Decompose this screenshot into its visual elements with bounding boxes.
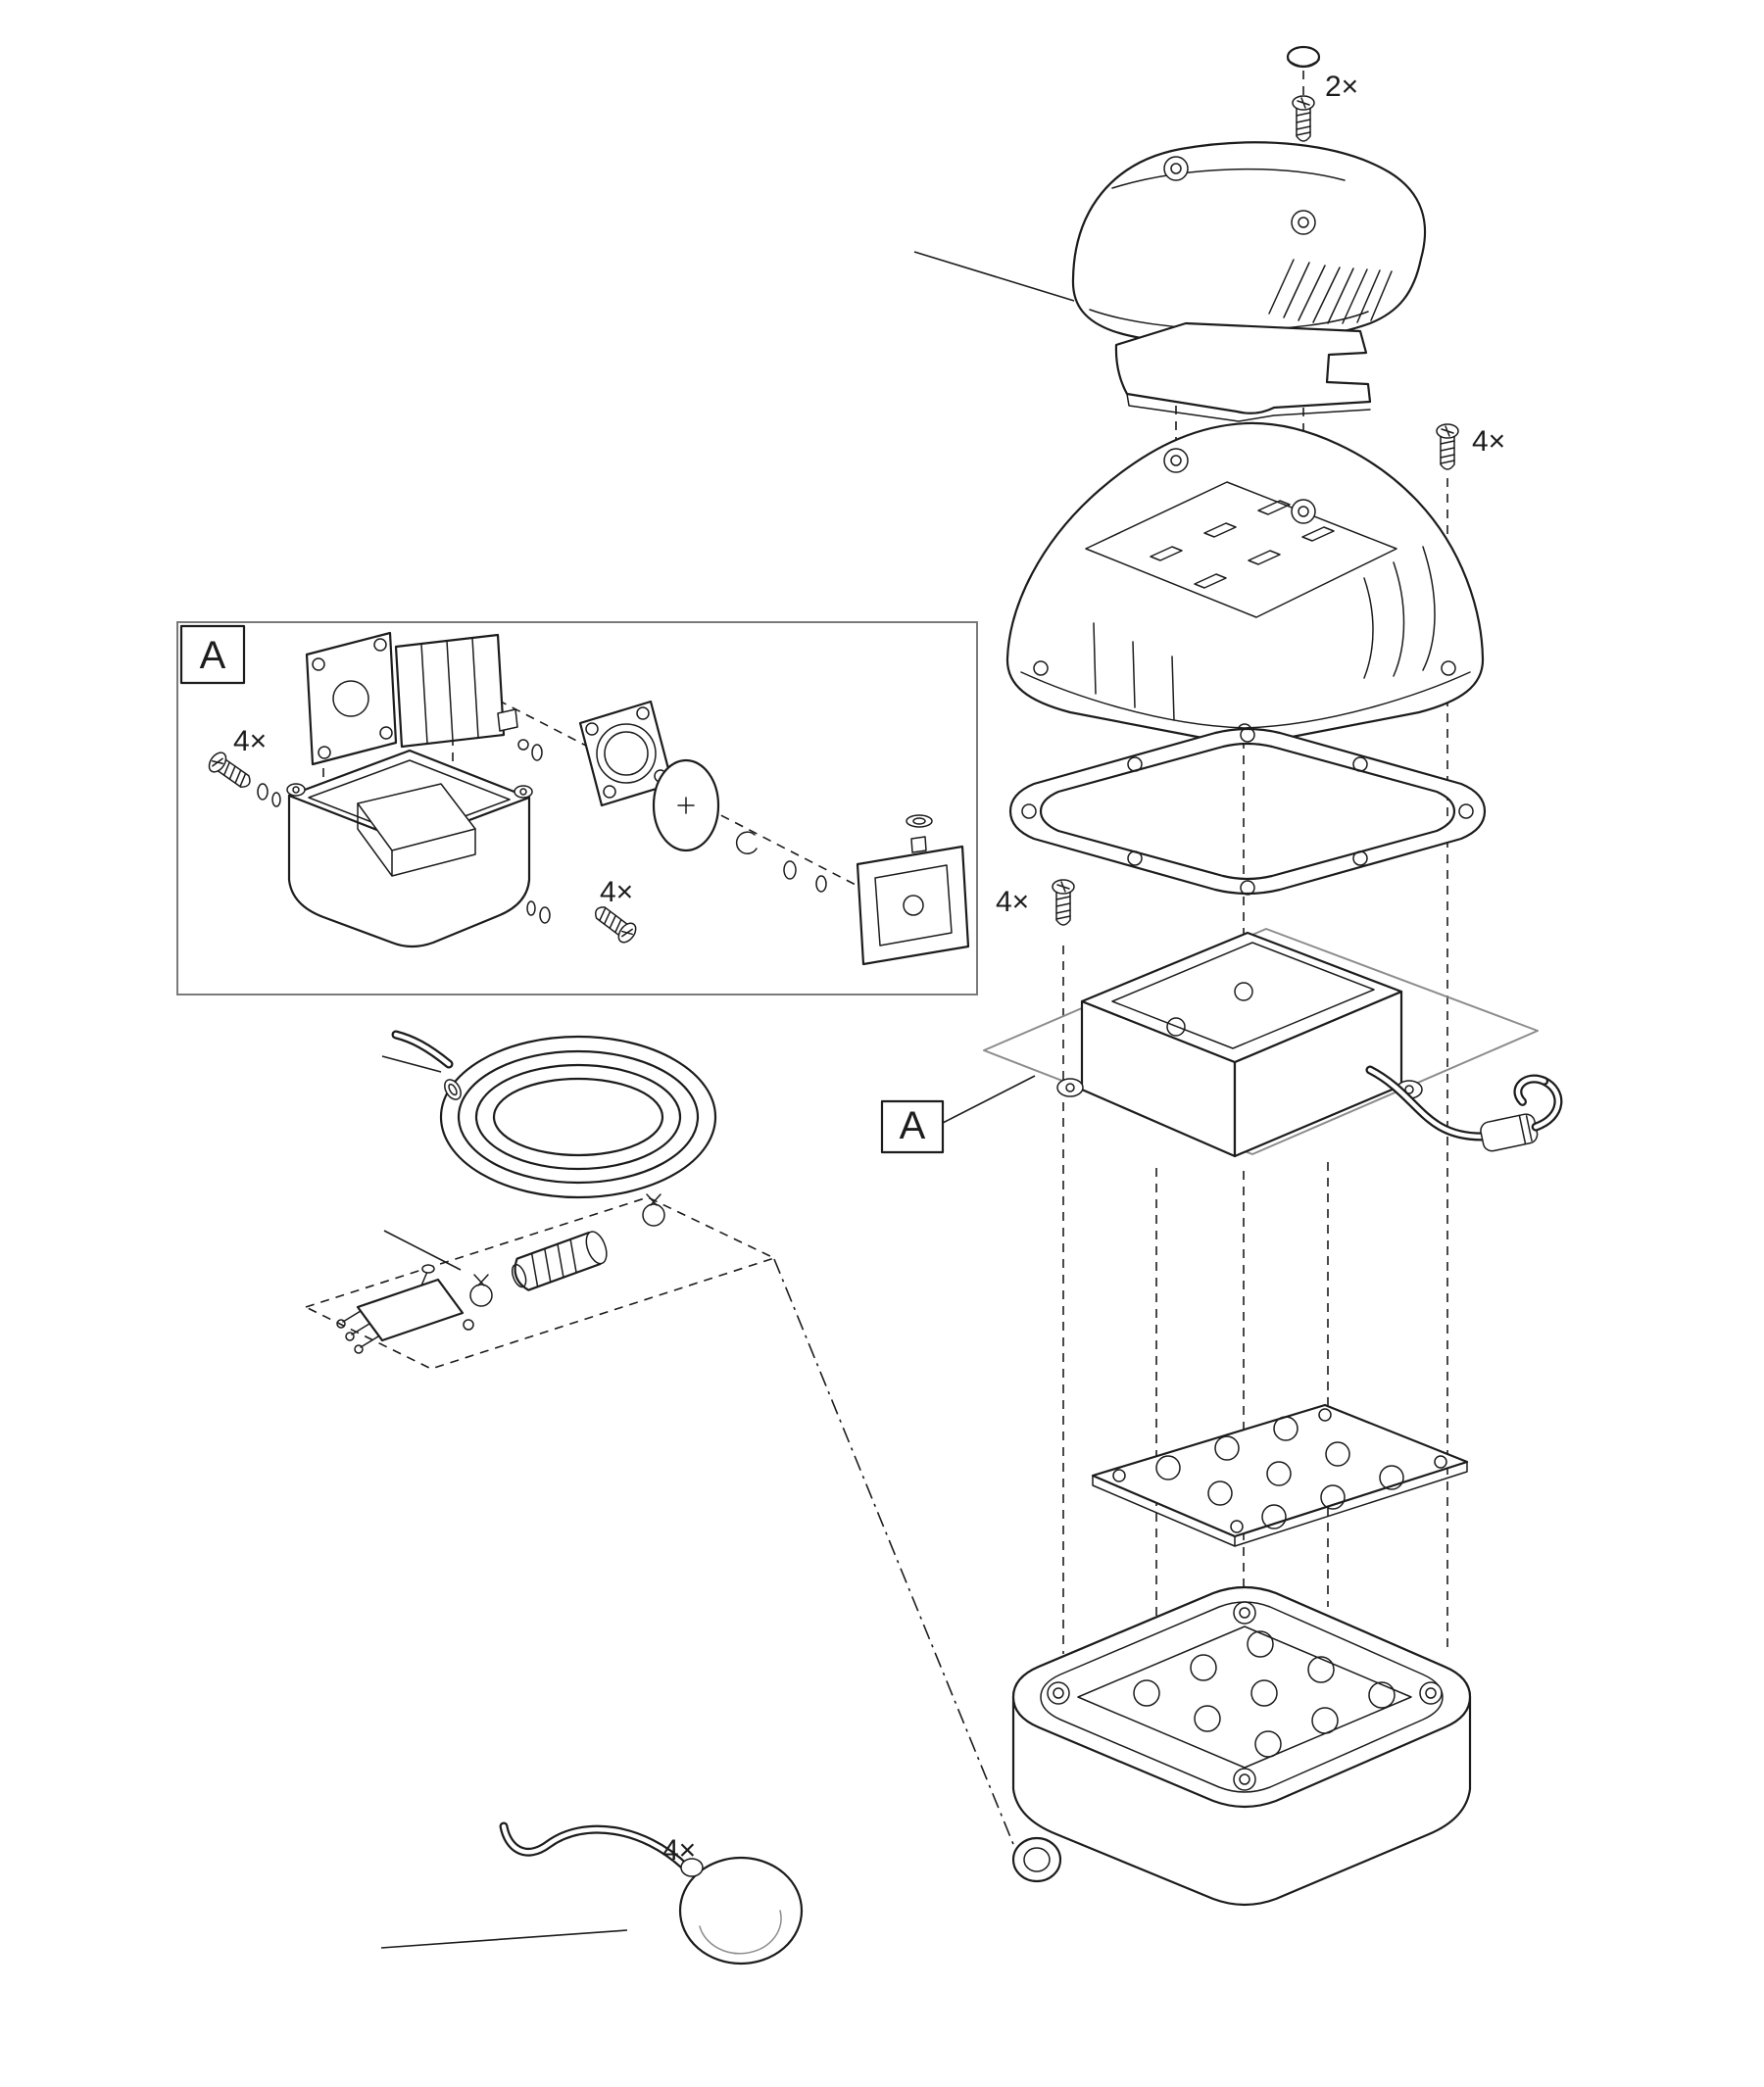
pump-screw-group: [1052, 879, 1075, 926]
pump-unit: [1056, 931, 1423, 1158]
hose-clip-2: [469, 1274, 493, 1307]
cover-screw: [1292, 95, 1315, 142]
qty-pump-screws: 4×: [996, 886, 1029, 918]
air-filter-muffler: [511, 1231, 608, 1291]
detail-a-callout: A: [200, 634, 226, 677]
detail-box-frame: [176, 621, 978, 995]
float-ball: [678, 1856, 804, 1966]
assembly-a-callout-box: [880, 1099, 945, 1154]
magnet-coil-assembly: [305, 631, 543, 766]
qty-housing-screws: 4×: [1472, 425, 1505, 458]
distributor-region: [303, 1196, 777, 1370]
gasket-holes: [1021, 727, 1474, 896]
float-group: [499, 1821, 804, 1966]
detail-screw-upper-group: [205, 749, 281, 807]
qty-detail-screws-lower: 4×: [600, 876, 633, 908]
base-floor-holes: [1133, 1630, 1396, 1758]
cover-screw-group: [1286, 45, 1321, 142]
housing-screw-group: [1436, 423, 1459, 470]
seal-gasket: [1008, 727, 1487, 896]
detail-box-a: A: [176, 621, 978, 995]
assembly-a-region: A: [880, 928, 1563, 1158]
pump-cover: [1071, 141, 1427, 346]
air-outlet-port: [1011, 1836, 1062, 1883]
pump-housing: [1005, 421, 1485, 744]
housing-screw: [1436, 423, 1459, 470]
diaphragm-disc: [652, 758, 720, 852]
power-plug: [1480, 1074, 1563, 1152]
pump-head: [856, 814, 970, 966]
perforated-plate: [1091, 1403, 1469, 1547]
detail-screw-lower-group: [526, 899, 640, 946]
qty-detail-screws-upper: 4×: [233, 725, 267, 757]
housing-vent-slots: [1150, 500, 1335, 589]
washer-small: [783, 860, 797, 880]
housing-ribs: [1093, 546, 1436, 721]
cover-vents: [1268, 259, 1393, 324]
assembly-a-callout: A: [900, 1104, 926, 1147]
air-distributor-manifold: [336, 1264, 474, 1354]
hose-clip-1: [642, 1193, 665, 1227]
pump-screw: [1052, 879, 1075, 926]
pump-base-tray: [286, 749, 533, 948]
hose-clip-on-coil: [444, 1079, 462, 1100]
air-hose-coil: [391, 1030, 717, 1199]
power-cable: [1365, 1065, 1563, 1152]
plate-holes: [1112, 1408, 1447, 1533]
foam-insert: [1114, 321, 1372, 422]
distributor-assembly: [303, 1193, 777, 1370]
qty-float: 4×: [662, 1834, 696, 1867]
base-corner-bosses: [1047, 1601, 1443, 1791]
detail-a-callout-box: [179, 624, 246, 685]
float-nipple: [680, 1858, 704, 1877]
washer-small-2: [815, 875, 827, 893]
leader-lines: [380, 251, 1075, 1949]
base-housing: [1011, 1585, 1472, 1907]
qty-cover-screws: 2×: [1325, 71, 1358, 103]
diaphragm-housing-plate: [578, 700, 674, 807]
retaining-clip: [735, 831, 758, 854]
